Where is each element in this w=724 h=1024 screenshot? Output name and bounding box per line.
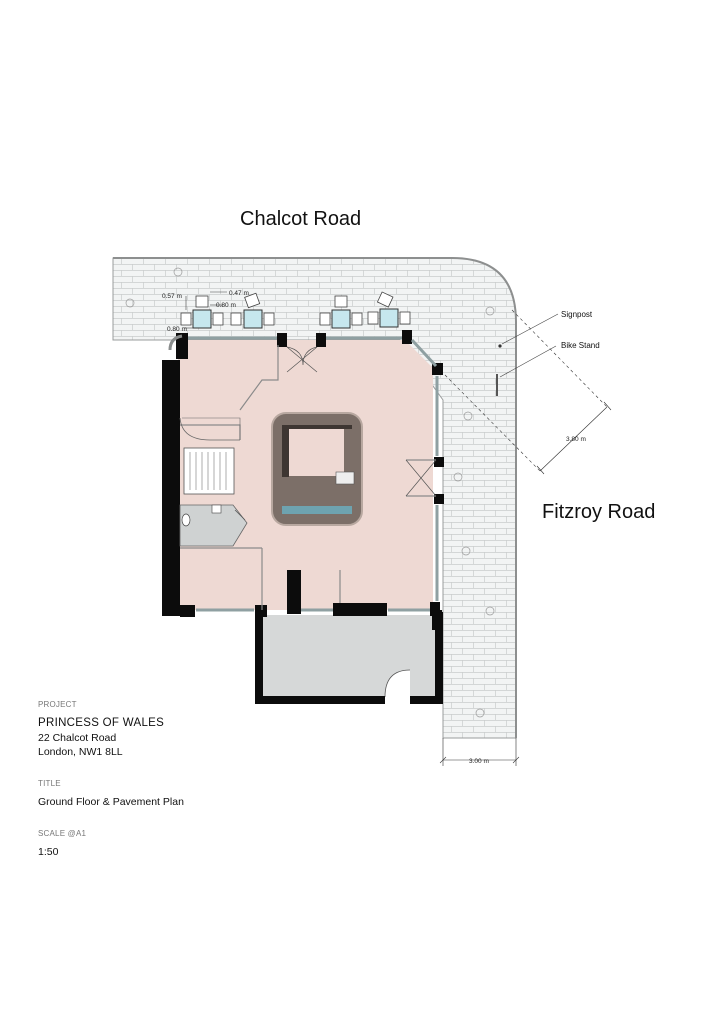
table-dimensions: [184, 291, 227, 329]
address-line-1: 22 Chalcot Road: [38, 732, 117, 744]
pavement-dimension: [439, 738, 520, 766]
drawing-title: Ground Floor & Pavement Plan: [38, 796, 184, 808]
signpost-label: Signpost: [561, 310, 593, 319]
street-name-north: Chalcot Road: [240, 208, 362, 230]
wc-room: [179, 504, 248, 547]
dim-table-c: 0.80 m: [216, 302, 236, 309]
title-label: TITLE: [38, 779, 61, 788]
doors: [234, 346, 437, 521]
annotation-leaders: [499, 313, 559, 378]
dim-table-b: 0.57 m: [162, 293, 182, 300]
street-name-east: Fitzroy Road: [542, 501, 656, 523]
signpost-icon: [498, 344, 502, 348]
diagonal-dimension: [444, 309, 612, 475]
project-label: PROJECT: [38, 700, 77, 709]
dim-table-a: 0.47 m: [229, 290, 249, 297]
glazing: [168, 334, 439, 612]
stairs: [179, 417, 241, 495]
outdoor-tables: [192, 308, 399, 329]
scale-value: 1:50: [38, 846, 59, 858]
scale-label: SCALE @A1: [38, 829, 87, 838]
bar-counter: [271, 412, 363, 526]
dim-table-d: 0.80 m: [167, 326, 187, 333]
bike-stand-label: Bike Stand: [561, 341, 600, 350]
address-line-2: London, NW1 8LL: [38, 746, 123, 758]
diagonal-dimension-label: 3.80 m: [566, 436, 586, 443]
toilet-icon: [181, 513, 191, 527]
kerb-line: [113, 257, 517, 738]
bike-stand-icon: [496, 374, 498, 396]
outdoor-chairs: [180, 291, 411, 326]
walls: [162, 330, 444, 704]
pavement-dimension-label: 3.00 m: [469, 758, 489, 765]
paving-details: [125, 267, 495, 718]
project-name: PRINCESS OF WALES: [38, 717, 165, 729]
